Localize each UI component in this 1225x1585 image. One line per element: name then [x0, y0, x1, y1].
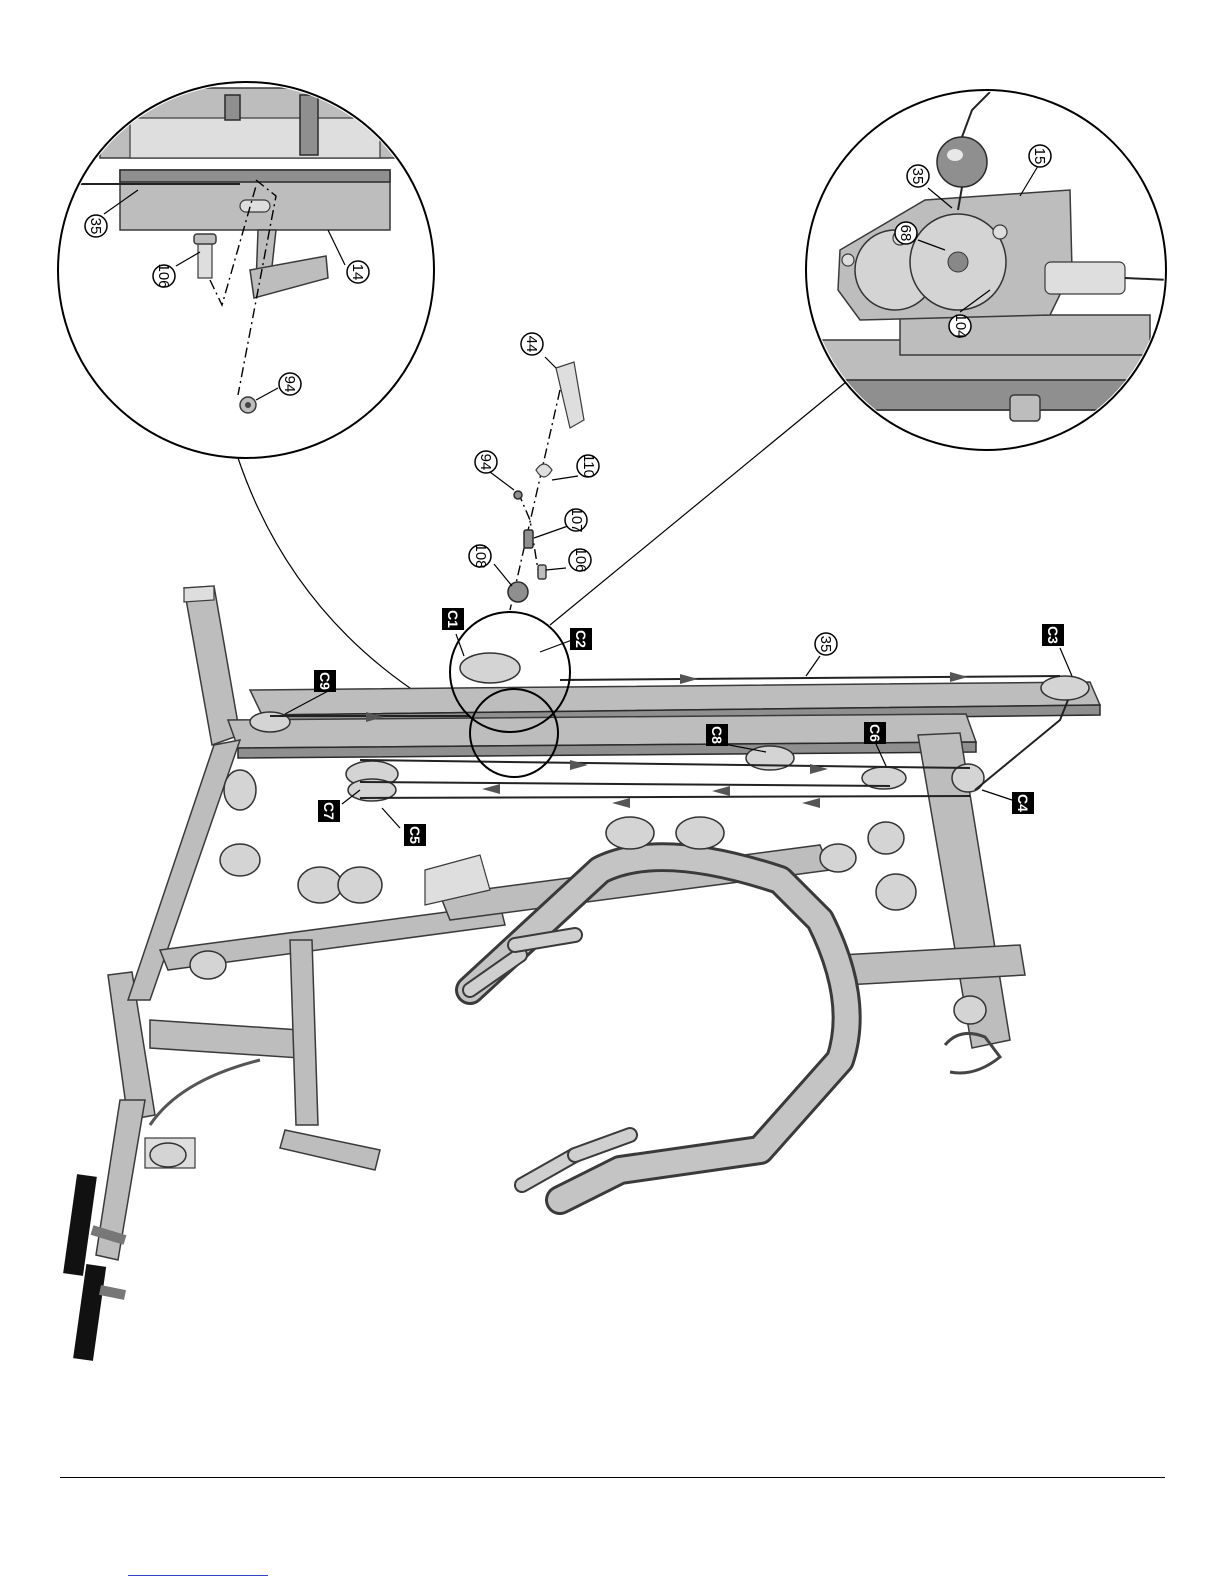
cable-label-c6: C6 — [864, 722, 886, 744]
cable-label-c4: C4 — [1012, 792, 1034, 814]
svg-text:C6: C6 — [867, 724, 883, 742]
svg-text:C8: C8 — [709, 726, 725, 744]
part-callout-104: 104 — [949, 313, 971, 338]
cable-label-c7: C7 — [318, 800, 340, 822]
svg-text:15: 15 — [1031, 148, 1048, 165]
svg-text:C4: C4 — [1015, 794, 1031, 812]
footer-rule — [60, 1477, 1165, 1478]
part-callout-35-main: 35 — [815, 633, 837, 655]
svg-text:108: 108 — [472, 543, 489, 568]
svg-text:106: 106 — [155, 263, 172, 288]
part-callout-44: 44 — [521, 333, 543, 355]
part-callout-35-left: 35 — [85, 215, 107, 237]
svg-text:44: 44 — [523, 336, 540, 353]
cable-end-parts — [490, 357, 584, 610]
part-callout-108: 108 — [469, 543, 491, 568]
part-callout-106-left: 106 — [153, 263, 175, 288]
svg-text:107: 107 — [568, 507, 585, 532]
svg-text:C5: C5 — [407, 826, 423, 844]
part-callout-68: 68 — [895, 222, 917, 244]
cable-label-c2: C2 — [570, 628, 592, 650]
svg-text:C3: C3 — [1045, 626, 1061, 644]
part-callout-94-main: 94 — [475, 451, 497, 473]
cable-label-c8: C8 — [706, 724, 728, 746]
detail-view-left — [58, 82, 434, 458]
detail-view-right — [806, 90, 1170, 450]
cable-label-c9: C9 — [314, 670, 336, 692]
svg-text:14: 14 — [349, 264, 366, 281]
part-callout-106-main: 106 — [569, 547, 591, 572]
svg-text:104: 104 — [952, 313, 969, 338]
svg-text:35: 35 — [909, 168, 926, 185]
part-callout-110: 110 — [577, 454, 599, 478]
svg-text:94: 94 — [477, 454, 494, 471]
svg-text:C7: C7 — [321, 802, 337, 820]
part-callout-35-right: 35 — [907, 165, 929, 187]
part-callout-107: 107 — [565, 507, 587, 532]
svg-text:110: 110 — [580, 454, 597, 478]
svg-text:106: 106 — [572, 547, 589, 572]
svg-text:C2: C2 — [573, 630, 589, 648]
svg-text:35: 35 — [817, 636, 834, 653]
svg-text:35: 35 — [87, 218, 104, 235]
cable-label-c1: C1 — [442, 608, 464, 630]
svg-text:94: 94 — [281, 376, 298, 393]
svg-text:68: 68 — [897, 225, 914, 242]
part-callout-15: 15 — [1029, 145, 1051, 167]
svg-text:C1: C1 — [445, 610, 461, 628]
cable-label-c5: C5 — [404, 824, 426, 846]
part-callout-94-left: 94 — [279, 373, 301, 395]
part-callout-14: 14 — [347, 261, 369, 283]
svg-text:C9: C9 — [317, 672, 333, 690]
footer-link-underline — [128, 1575, 268, 1576]
cable-label-c3: C3 — [1042, 624, 1064, 646]
